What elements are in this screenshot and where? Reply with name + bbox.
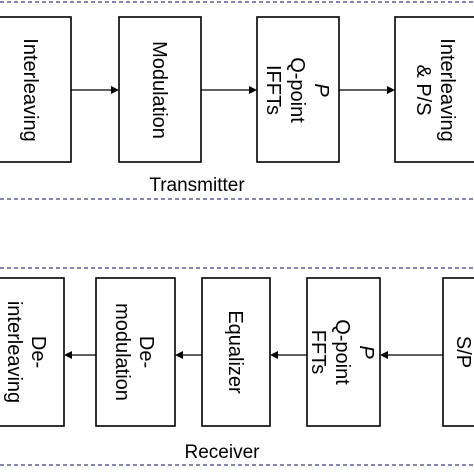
tx-modulation-block: Modulation xyxy=(118,16,202,163)
block-label-line: P xyxy=(310,83,332,97)
block-label-line: De- xyxy=(27,336,49,368)
tx-arrow-2-head xyxy=(249,86,257,94)
tx-arrow-1 xyxy=(71,86,119,94)
block-label-line: Interleaving xyxy=(436,38,458,141)
block-label-line: Equalizer xyxy=(224,310,246,394)
rx-equalizer-box xyxy=(201,277,271,427)
block-label-line: interleaving xyxy=(3,301,25,403)
block-label-line: IFFTs xyxy=(262,65,284,115)
tx-interleaving-box xyxy=(0,16,72,163)
rx-arrow-3-head xyxy=(175,351,183,359)
block-label-line: Modulation xyxy=(148,41,170,139)
rx-sp-block: S/P xyxy=(442,277,474,427)
rx-demodulation-label: De-modulation xyxy=(111,303,157,401)
block-label-line: Q-point xyxy=(286,57,308,123)
rx-arrow-3 xyxy=(175,351,202,359)
tx-interleaving-ps-label: Interleaving& P/S xyxy=(412,38,458,141)
rx-arrow-2-head xyxy=(270,351,278,359)
tx-ifft-box xyxy=(256,16,340,163)
rx-arrow-1 xyxy=(380,351,443,359)
rx-deinterleaving-label: De-interleaving xyxy=(3,301,49,403)
tx-interleaving-ps-block: Interleaving& P/S xyxy=(394,16,474,163)
tx-arrow-3 xyxy=(339,86,395,94)
block-label-line: S/P xyxy=(452,336,474,368)
tx-ifft-block: PQ-pointIFFTs xyxy=(256,16,340,163)
rx-arrow-4 xyxy=(64,351,96,359)
rx-arrow-1-head xyxy=(380,351,388,359)
rx-equalizer-label: Equalizer xyxy=(224,310,246,394)
rx-demodulation-box xyxy=(95,277,176,427)
block-label-line: P xyxy=(355,345,377,359)
rx-fft-block: PQ-pointFFTs xyxy=(306,277,381,427)
rx-demodulation-block: De-modulation xyxy=(95,277,176,427)
block-label-line: Q-point xyxy=(331,319,353,385)
tx-interleaving-block: Interleaving xyxy=(0,16,72,163)
block-label-line: modulation xyxy=(111,303,133,401)
tx-arrow-1-head xyxy=(111,86,119,94)
block-label-line: Interleaving xyxy=(19,38,41,141)
rx-deinterleaving-block: De-interleaving xyxy=(0,277,65,427)
rx-arrow-4-head xyxy=(64,351,72,359)
block-label-line: & P/S xyxy=(412,64,434,115)
rx-fft-label: PQ-pointFFTs xyxy=(307,319,377,385)
rx-arrow-2 xyxy=(270,351,307,359)
block-label-line: FFTs xyxy=(307,330,329,374)
tx-arrow-3-head xyxy=(387,86,395,94)
block-label-line: De- xyxy=(135,336,157,368)
transmitter-title: Transmitter xyxy=(149,175,245,196)
rx-sp-label: S/P xyxy=(452,336,474,368)
tx-interleaving-label: Interleaving xyxy=(19,38,41,141)
rx-fft-box xyxy=(306,277,381,427)
tx-interleaving-ps-box xyxy=(394,16,474,163)
rx-equalizer-block: Equalizer xyxy=(201,277,271,427)
tx-modulation-label: Modulation xyxy=(148,41,170,139)
tx-ifft-label: PQ-pointIFFTs xyxy=(262,57,332,123)
receiver-title: Receiver xyxy=(185,442,261,463)
rx-deinterleaving-box xyxy=(0,277,65,427)
rx-sp-box xyxy=(442,277,474,427)
tx-arrow-2 xyxy=(201,86,257,94)
